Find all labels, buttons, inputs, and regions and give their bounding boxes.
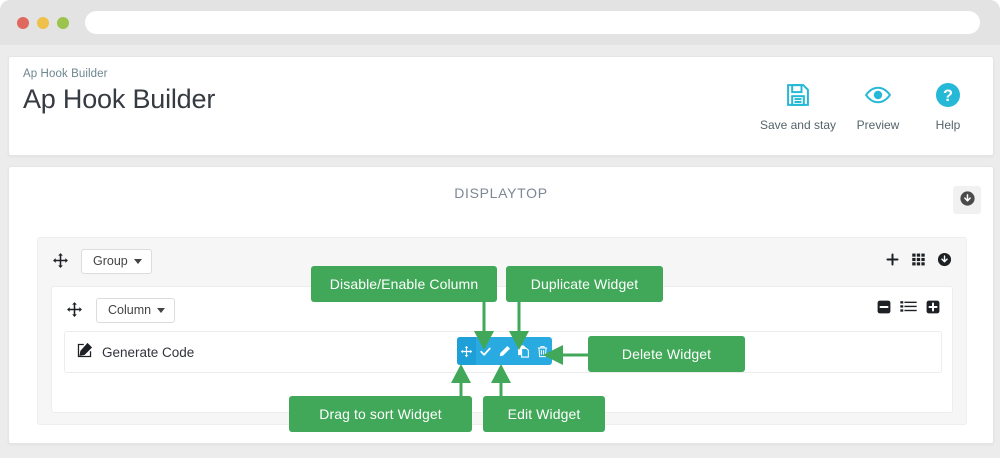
group-dropdown-label: Group bbox=[93, 254, 128, 268]
widget-toolbar bbox=[457, 337, 552, 365]
preview-button[interactable]: Preview bbox=[843, 77, 913, 132]
callout-drag-to-sort-widget: Drag to sort Widget bbox=[289, 396, 472, 432]
edit-square-icon bbox=[76, 342, 93, 362]
column-dropdown-label: Column bbox=[108, 303, 152, 317]
eye-icon bbox=[864, 77, 892, 113]
widget-duplicate-copy-icon[interactable] bbox=[514, 337, 533, 365]
save-and-stay-button[interactable]: Save and stay bbox=[753, 77, 843, 132]
widget-edit-pencil-icon[interactable] bbox=[495, 337, 514, 365]
callout-delete-widget-label: Delete Widget bbox=[621, 346, 712, 362]
column-tools bbox=[877, 300, 940, 314]
widget-drag-handle[interactable] bbox=[457, 337, 476, 365]
column-type-dropdown[interactable]: Column bbox=[96, 298, 176, 323]
add-column-plus-square-icon[interactable] bbox=[926, 300, 940, 314]
callout-disable-enable-column-label: Disable/Enable Column bbox=[329, 276, 479, 292]
question-circle-icon: ? bbox=[934, 77, 962, 113]
chevron-down-icon bbox=[133, 258, 142, 264]
callout-duplicate-widget: Duplicate Widget bbox=[506, 266, 663, 302]
callout-disable-enable-column: Disable/Enable Column bbox=[311, 266, 497, 302]
arrow-delete-widget bbox=[543, 345, 590, 365]
minimize-yellow-light[interactable] bbox=[37, 17, 49, 29]
window-controls bbox=[17, 17, 69, 29]
collapse-group-circle-arrow-down-icon[interactable] bbox=[937, 252, 952, 267]
group-tools bbox=[885, 252, 952, 267]
widget-row: Generate Code bbox=[64, 331, 942, 373]
widget-toggle-enable-check-icon[interactable] bbox=[476, 337, 495, 365]
address-bar[interactable] bbox=[85, 11, 980, 34]
widget-delete-trash-icon[interactable] bbox=[533, 337, 552, 365]
page-header-card: Ap Hook Builder Ap Hook Builder Save and… bbox=[8, 56, 994, 156]
close-red-light[interactable] bbox=[17, 17, 29, 29]
help-label: Help bbox=[935, 118, 961, 132]
page-title: Ap Hook Builder bbox=[23, 84, 216, 114]
svg-text:?: ? bbox=[943, 87, 953, 105]
widget-name: Generate Code bbox=[102, 344, 195, 360]
group-header: Group bbox=[38, 238, 966, 284]
save-floppy-icon bbox=[784, 77, 812, 113]
column-layout-list-icon[interactable] bbox=[900, 300, 917, 314]
save-and-stay-label: Save and stay bbox=[759, 118, 836, 132]
group-drag-handle[interactable] bbox=[50, 250, 70, 270]
callout-drag-to-sort-widget-label: Drag to sort Widget bbox=[319, 406, 442, 422]
group-layout-grid-icon[interactable] bbox=[911, 252, 926, 267]
help-button[interactable]: ? Help bbox=[913, 77, 983, 132]
remove-column-minus-square-icon[interactable] bbox=[877, 300, 891, 314]
arrow-edit-widget bbox=[491, 364, 511, 398]
arrow-disable-enable-column bbox=[474, 298, 494, 350]
chevron-down-icon bbox=[157, 307, 166, 313]
callout-duplicate-widget-label: Duplicate Widget bbox=[530, 276, 639, 292]
add-group-plus-icon[interactable] bbox=[885, 252, 900, 267]
callout-delete-widget: Delete Widget bbox=[588, 336, 745, 372]
maximize-green-light[interactable] bbox=[57, 17, 69, 29]
callout-edit-widget-label: Edit Widget bbox=[507, 406, 581, 422]
breadcrumb: Ap Hook Builder bbox=[23, 68, 108, 80]
circle-arrow-down-icon bbox=[959, 190, 976, 210]
hook-name-title: DISPLAYTOP bbox=[454, 185, 548, 201]
preview-label: Preview bbox=[856, 118, 900, 132]
column-header: Column bbox=[52, 287, 952, 331]
collapse-hook-button[interactable] bbox=[953, 186, 981, 214]
group-type-dropdown[interactable]: Group bbox=[81, 249, 152, 274]
header-actions: Save and stay Preview ? bbox=[753, 77, 983, 132]
arrow-drag-to-sort-widget bbox=[451, 364, 471, 398]
browser-chrome bbox=[0, 0, 1000, 45]
arrow-duplicate-widget bbox=[509, 298, 529, 350]
widget-label-group: Generate Code bbox=[76, 332, 194, 372]
column-drag-handle[interactable] bbox=[64, 299, 84, 319]
callout-edit-widget: Edit Widget bbox=[483, 396, 605, 432]
